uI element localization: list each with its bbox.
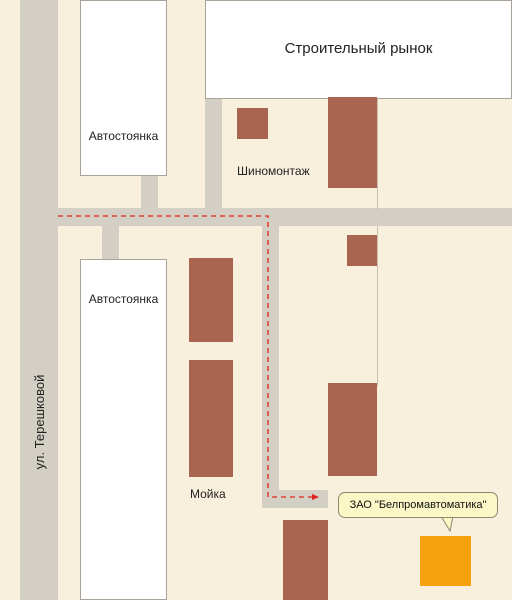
parking-bottom-label: Автостоянка xyxy=(88,292,159,306)
destination-callout[interactable]: ЗАО "Белпромавтоматика" xyxy=(338,492,498,518)
destination-building[interactable] xyxy=(420,536,471,586)
building-right-lower xyxy=(328,383,377,476)
building-left-upper xyxy=(189,258,233,342)
route-arrowhead xyxy=(312,494,319,500)
road-connector-parking-top xyxy=(141,176,158,210)
car-wash-label: Мойка xyxy=(190,487,226,501)
parking-top-block xyxy=(80,0,167,176)
street-tereshkovoy xyxy=(20,0,58,600)
bottom-side-road xyxy=(262,490,328,508)
tire-service-label: Шиномонтаж xyxy=(237,164,310,178)
road-connector-tire-service xyxy=(205,97,222,210)
road-connector-parking-bottom xyxy=(102,224,119,261)
building-bottom xyxy=(283,520,328,600)
divider-line-upper xyxy=(377,97,378,210)
parking-top-label: Автостоянка xyxy=(88,129,159,143)
divider-line-lower xyxy=(377,226,378,386)
building-left-lower xyxy=(189,360,233,477)
destination-name: ЗАО "Белпромавтоматика" xyxy=(349,499,487,511)
market-label: Строительный рынок xyxy=(284,40,433,57)
building-tall-upper-right xyxy=(328,97,377,188)
route-line xyxy=(58,215,312,498)
building-small-right xyxy=(347,235,377,266)
horizontal-road xyxy=(58,208,512,226)
street-label: ул. Терешковой xyxy=(32,374,47,470)
vertical-side-road xyxy=(262,224,279,508)
callout-pointer xyxy=(440,516,454,532)
building-small-upper xyxy=(237,108,268,139)
